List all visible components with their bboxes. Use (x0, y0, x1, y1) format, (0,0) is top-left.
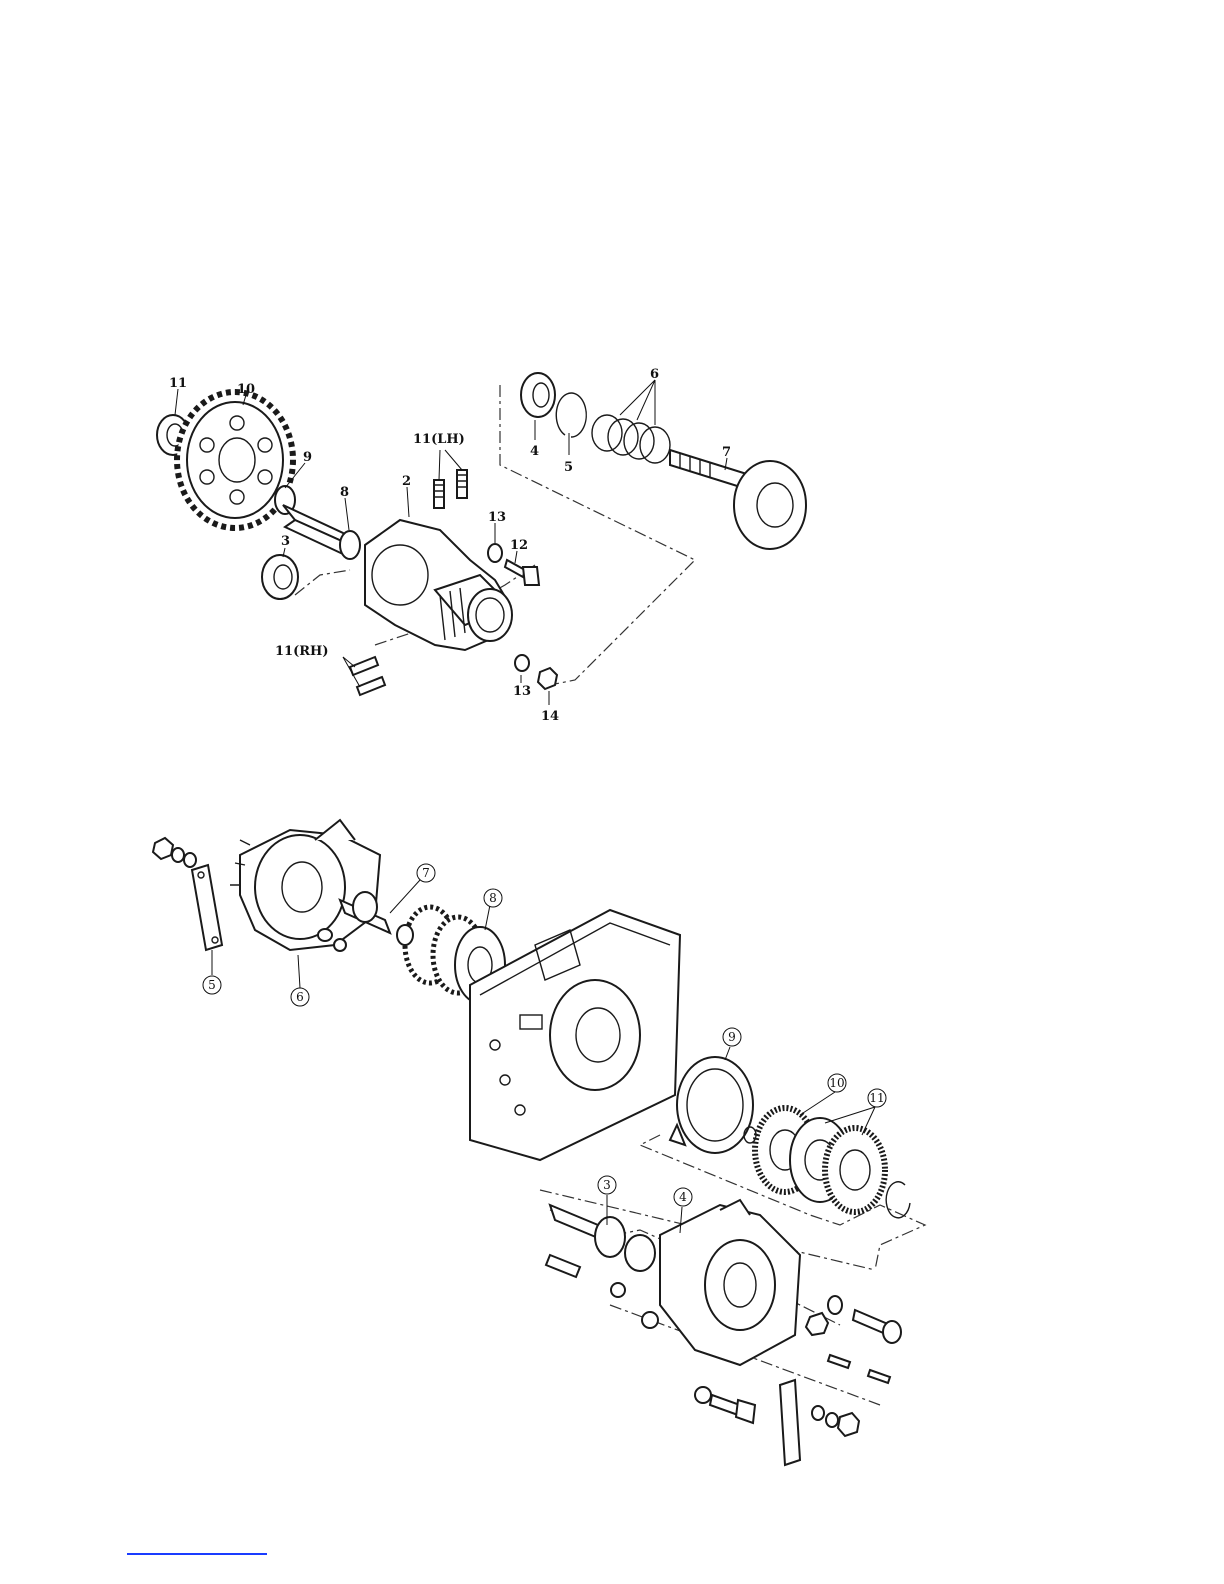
callout-b4: 4 (679, 1190, 687, 1204)
leader-11lh-a (439, 450, 440, 480)
fasteners-right (806, 1296, 901, 1383)
washer-13-bottom (515, 655, 529, 671)
callout-11: 11 (169, 376, 187, 391)
leader-b6 (298, 955, 300, 988)
leader-2 (407, 487, 409, 517)
exploded-view-bottom: 7 8 5 6 9 10 11 3 4 (140, 805, 940, 1495)
snap-ring-5 (556, 393, 586, 437)
assembly-line-b (295, 570, 350, 595)
leader-b10 (800, 1092, 835, 1115)
callout-b6: 6 (296, 990, 304, 1004)
callout-9: 9 (303, 450, 312, 465)
bolt-12 (505, 560, 539, 585)
callout-b8-badge: 8 (484, 889, 502, 907)
stud-11rh (350, 657, 385, 695)
callout-b7-badge: 7 (417, 864, 435, 882)
callout-6: 6 (650, 367, 659, 382)
disc-11 (825, 1128, 885, 1212)
callout-b11-badge: 11 (868, 1089, 886, 1107)
callout-b6-badge: 6 (291, 988, 309, 1006)
bolt-bottom (695, 1387, 755, 1423)
callout-11rh: 11(RH) (275, 644, 328, 659)
callout-b9: 9 (728, 1030, 736, 1044)
callout-b8: 8 (489, 891, 497, 905)
callout-7: 7 (722, 445, 731, 460)
callout-b3: 3 (603, 1178, 611, 1192)
housing-2 (365, 520, 512, 650)
sleeve-8 (283, 505, 360, 559)
bearing-4 (521, 373, 555, 417)
callout-13-bottom: 13 (513, 684, 531, 699)
nut-washer-set-right (812, 1406, 859, 1436)
callout-13-top: 13 (488, 510, 506, 525)
bearing-3 (262, 555, 298, 599)
callout-4: 4 (530, 444, 539, 459)
callout-10: 10 (237, 382, 255, 397)
leader-6-a (620, 380, 655, 415)
callout-12: 12 (510, 538, 528, 553)
callout-b3-badge: 3 (598, 1176, 616, 1194)
callout-2: 2 (402, 474, 411, 489)
leader-8 (345, 498, 349, 530)
exploded-view-bottom-drawing: 7 8 5 6 9 10 11 3 4 (140, 805, 940, 1495)
callout-5: 5 (564, 460, 573, 475)
leader-11 (175, 389, 178, 415)
callout-14: 14 (541, 709, 559, 724)
leader-b7 (390, 880, 420, 913)
callout-11lh: 11(LH) (413, 432, 465, 447)
exploded-view-top: 11 10 9 8 3 2 11(LH) 13 12 11(RH) 13 14 … (145, 305, 815, 735)
thrust-plate-9 (670, 1057, 753, 1153)
callout-b7: 7 (422, 866, 430, 880)
leader-11lh-b (445, 450, 462, 470)
exploded-view-top-drawing: 11 10 9 8 3 2 11(LH) 13 12 11(RH) 13 14 … (145, 305, 815, 735)
nut-washer-set-left (153, 838, 196, 867)
assembly-line-a (500, 385, 695, 685)
callout-b10: 10 (829, 1076, 844, 1090)
leader-b11-a (825, 1107, 875, 1123)
leader-6-b (637, 380, 655, 420)
callout-3: 3 (281, 534, 290, 549)
housing-6 (230, 820, 380, 951)
leader-b9 (725, 1047, 730, 1060)
strap-bottom (780, 1380, 800, 1465)
callout-8: 8 (340, 485, 349, 500)
callout-b5: 5 (208, 978, 216, 992)
leader-11rh-a (343, 657, 355, 667)
seals-6 (592, 415, 670, 463)
strap-5 (192, 865, 222, 950)
axle-shaft-7 (670, 450, 806, 549)
callout-b5-badge: 5 (203, 976, 221, 994)
callout-b11: 11 (869, 1091, 884, 1105)
washer-13-top (488, 544, 502, 562)
callout-b10-badge: 10 (828, 1074, 846, 1092)
callout-b9-badge: 9 (723, 1028, 741, 1046)
footer-link-underline[interactable] (127, 1553, 267, 1555)
nut-14 (538, 668, 557, 689)
leader-b8 (485, 905, 490, 930)
callout-b4-badge: 4 (674, 1188, 692, 1206)
